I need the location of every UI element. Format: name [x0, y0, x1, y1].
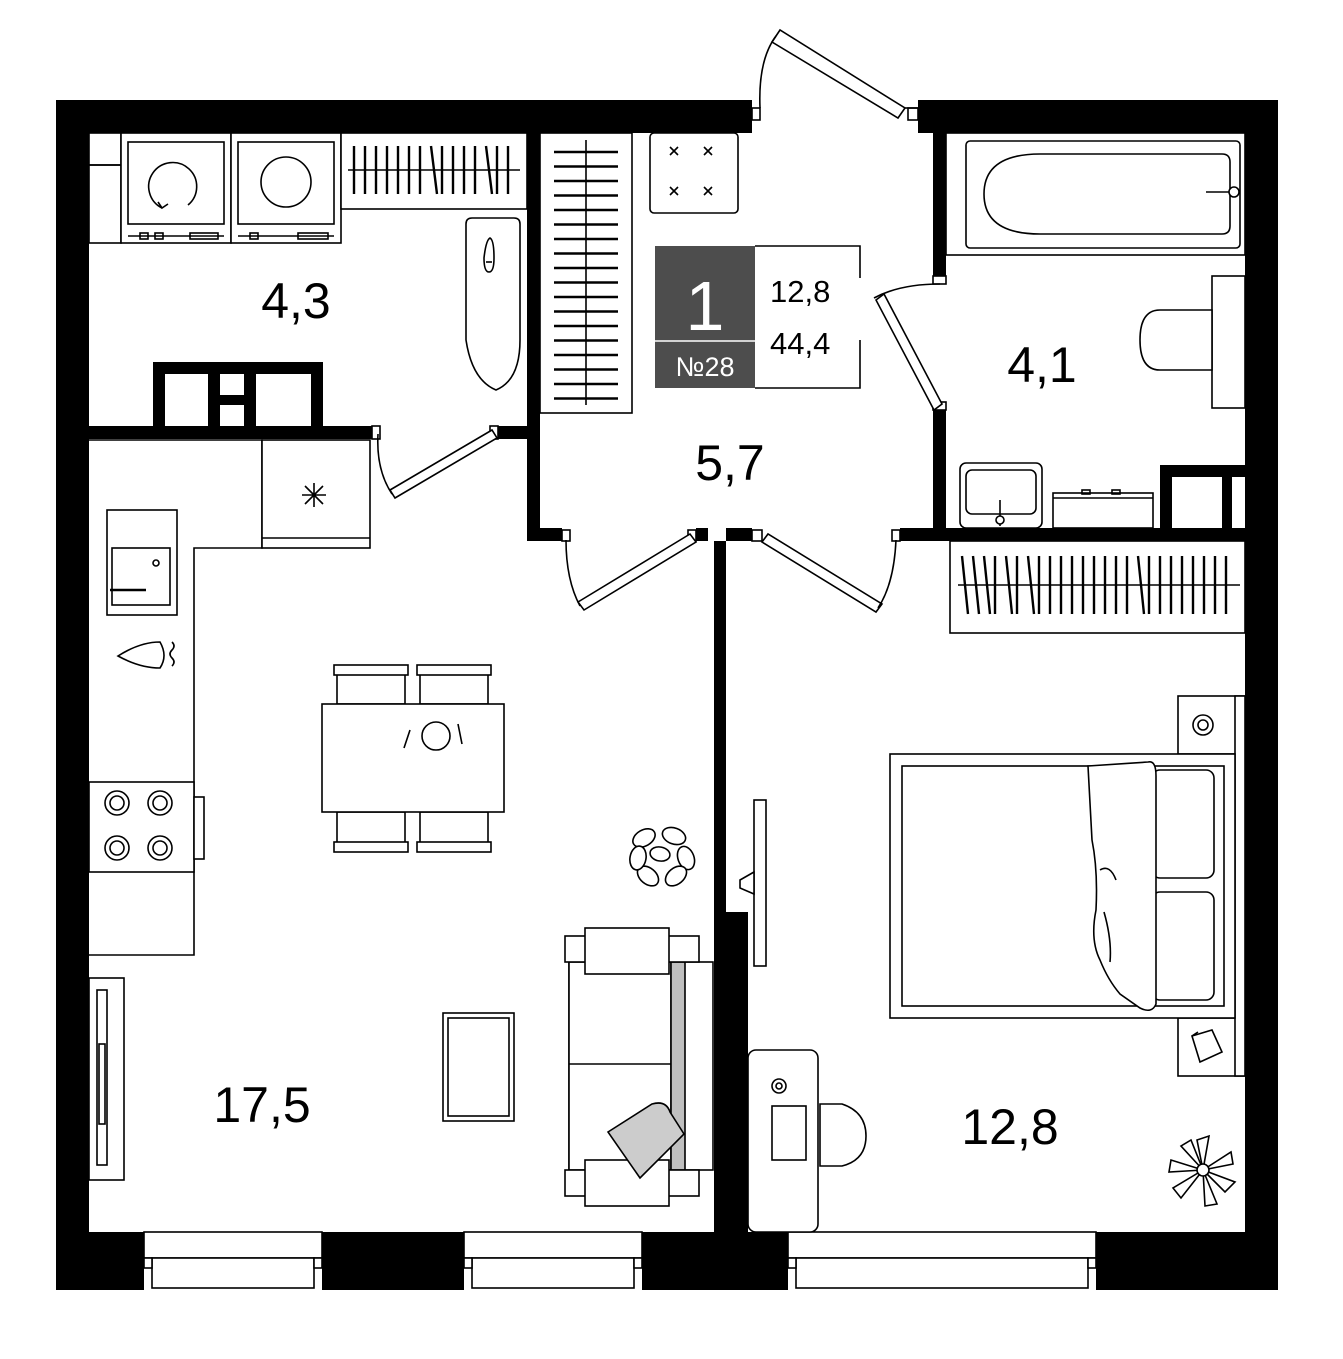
washing-machine-icon [121, 133, 231, 243]
total-area-value: 44,4 [770, 326, 830, 361]
laundry-area: 4,3 [261, 273, 331, 329]
room-count: 1 [686, 267, 725, 345]
desk-icon [748, 1050, 866, 1232]
dining-table-icon [322, 665, 504, 852]
plant-icon [1169, 1136, 1235, 1206]
sink-icon [107, 510, 177, 615]
laundry-furniture [89, 133, 527, 390]
apartment-number: №28 [676, 352, 735, 382]
sink-icon [960, 463, 1042, 528]
bathroom-area: 4,1 [1007, 337, 1077, 393]
iron-icon [466, 218, 520, 390]
faucet-drop [118, 642, 174, 668]
dryer-icon [231, 133, 341, 243]
wardrobe [89, 978, 124, 1180]
apartment-badge: 1 №28 12,8 44,4 [655, 246, 860, 388]
bed-icon [890, 696, 1245, 1076]
living-area-value: 12,8 [770, 274, 830, 309]
washing-stand [1053, 490, 1153, 528]
stove-icon [89, 782, 204, 872]
sofa-icon [565, 928, 713, 1206]
toilet-icon [1140, 276, 1245, 408]
bedroom-area: 12,8 [961, 1099, 1058, 1155]
kitchen-living-area: 17,5 [213, 1077, 310, 1133]
windows [144, 1232, 1096, 1288]
hallway-area: 5,7 [695, 435, 765, 491]
plant-icon [628, 824, 698, 889]
bathtub-icon [946, 133, 1245, 255]
kitchen-furniture [89, 440, 713, 1206]
fridge-icon [262, 440, 370, 548]
coffee-table [443, 1013, 514, 1121]
